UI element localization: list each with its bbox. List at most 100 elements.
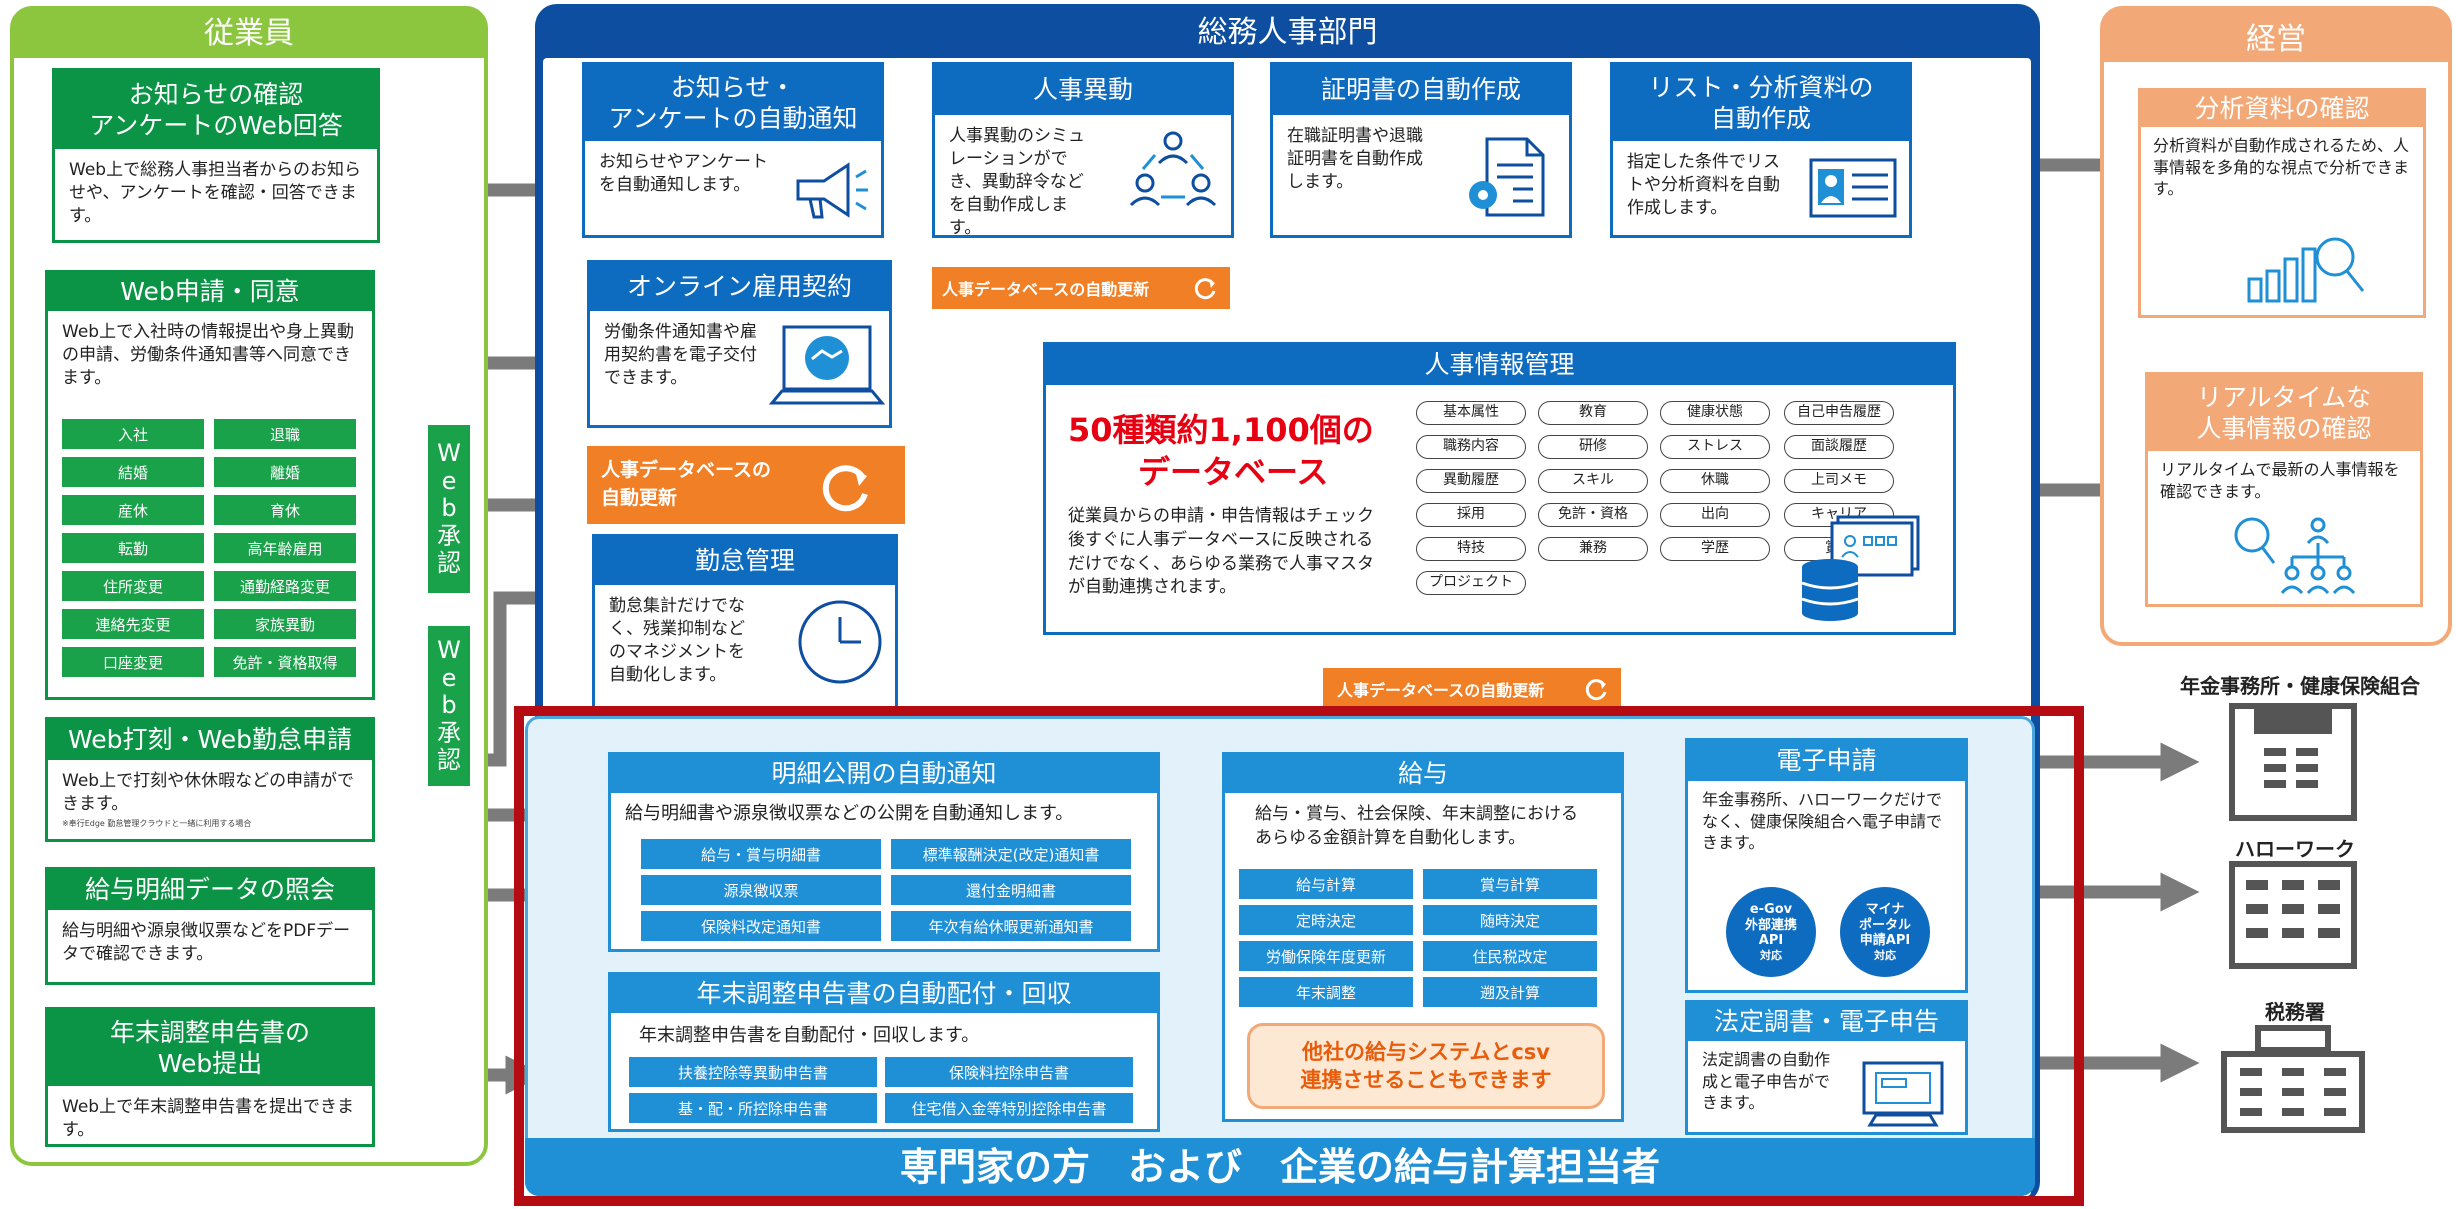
hr-info-box: 人事情報管理 50種類約1,100個の データベース 従業員からの申請・申告情報…: [1043, 342, 1956, 635]
hr-attribute-pill: 異動履歴: [1416, 469, 1526, 493]
hr-attribute-pill: 面談履歴: [1784, 435, 1894, 459]
apply-tag: 連絡先変更: [62, 609, 204, 639]
efile-text: 年金事務所、ハローワークだけでなく、健康保険組合へ電子申請できます。: [1702, 790, 1943, 853]
yearend-tag: 住宅借入金等特別控除申告書: [885, 1093, 1133, 1123]
yearend-tag: 保険料控除申告書: [885, 1057, 1133, 1087]
analysis-text: 分析資料が自動作成されるため、人事情報を多角的な視点で分析できます。: [2153, 136, 2410, 199]
apply-tag: 高年齢雇用: [214, 533, 356, 563]
db-update-top-label: 人事データベースの自動更新: [942, 280, 1150, 299]
hr-attribute-pill: 健康状態: [1660, 401, 1770, 425]
transfer-text: 人事異動のシミュレーションができ、異動辞令などを自動作成します。: [949, 126, 1085, 238]
hr-attribute-pill: 教育: [1538, 401, 1648, 425]
apply-tag: 家族異動: [214, 609, 356, 639]
apply-tag: 結婚: [62, 457, 204, 487]
transfer-box: 人事異動 人事異動のシミュレーションができ、異動辞令などを自動作成します。: [932, 62, 1234, 238]
attendance-title: 勤怠管理: [595, 537, 895, 585]
payslip-text: 給与明細や源泉徴収票などをPDFデータで確認できます。: [62, 921, 351, 964]
salary-tag: 労働保険年度更新: [1239, 941, 1413, 971]
detail-tag: 標準報酬決定(改定)通知書: [891, 839, 1131, 869]
contract-box: オンライン雇用契約 労働条件通知書や雇用契約書を電子交付できます。: [587, 260, 892, 428]
apply-tag: 育休: [214, 495, 356, 525]
efile-box: 電子申請 年金事務所、ハローワークだけでなく、健康保険組合へ電子申請できます。 …: [1685, 738, 1968, 993]
notice-box: お知らせの確認 アンケートのWeb回答 Web上で総務人事担当者からのお知らせや…: [52, 68, 380, 243]
notice-title: お知らせの確認 アンケートのWeb回答: [55, 71, 377, 149]
refresh-icon: [822, 465, 868, 512]
salary-tag: 定時決定: [1239, 905, 1413, 935]
detail-tag: 還付金明細書: [891, 875, 1131, 905]
hr-attribute-pill: 免許・資格: [1538, 503, 1648, 527]
hr-info-headline-2: データベース: [1138, 453, 1329, 491]
yearend-tag: 基・配・所控除申告書: [629, 1093, 877, 1123]
yearend-dist-title: 年末調整申告書の自動配付・回収: [611, 975, 1157, 1013]
notify-box: お知らせ・ アンケートの自動通知 お知らせやアンケートを自動通知します。: [582, 62, 884, 238]
hr-attribute-pill: 研修: [1538, 435, 1648, 459]
detail-tag: 保険料改定通知書: [641, 911, 881, 941]
notify-title: お知らせ・ アンケートの自動通知: [585, 65, 881, 141]
hr-attribute-pill: 出向: [1660, 503, 1770, 527]
hr-attribute-pill: 基本属性: [1416, 401, 1526, 425]
org-magnifier-icon: [2234, 517, 2356, 595]
chart-magnifier-icon: [2247, 237, 2365, 303]
list-text: 指定した条件でリストや分析資料を自動作成します。: [1627, 152, 1780, 218]
salary-tag: 年末調整: [1239, 977, 1413, 1007]
yearend-submit-title: 年末調整申告書の Web提出: [48, 1010, 372, 1086]
management-title: 経営: [2104, 10, 2448, 62]
payslip-title: 給与明細データの照会: [48, 870, 372, 910]
hr-attribute-pill: 特技: [1416, 537, 1526, 561]
csv-note: 他社の給与システムとcsv 連携させることもできます: [1247, 1023, 1605, 1109]
stamp-text: Web上で打刻や休休暇などの申請ができます。: [62, 771, 355, 814]
analysis-title: 分析資料の確認: [2141, 91, 2423, 127]
salary-title: 給与: [1225, 755, 1621, 793]
hr-attribute-pill: スキル: [1538, 469, 1648, 493]
apply-tag: 離婚: [214, 457, 356, 487]
hr-attribute-pill: 自己申告履歴: [1784, 401, 1894, 425]
apply-tag: 口座変更: [62, 647, 204, 677]
yearend-submit-box: 年末調整申告書の Web提出 Web上で年末調整申告書を提出できます。: [45, 1007, 375, 1147]
apply-tag: 退職: [214, 419, 356, 449]
refresh-icon: [1585, 679, 1607, 701]
salary-box: 給与 給与・賞与、社会保険、年末調整におけるあらゆる金額計算を自動化します。 給…: [1222, 752, 1624, 1122]
clock-icon: [798, 600, 882, 684]
detail-title: 明細公開の自動通知: [611, 755, 1157, 793]
yearend-submit-text: Web上で年末調整申告書を提出できます。: [62, 1097, 355, 1140]
refresh-icon: [1194, 278, 1216, 300]
realtime-title: リアルタイムな 人事情報の確認: [2148, 375, 2420, 451]
apply-title: Web申請・同意: [48, 273, 372, 311]
legal-title: 法定調書・電子申告: [1688, 1003, 1965, 1041]
list-title: リスト・分析資料の 自動作成: [1613, 65, 1909, 141]
detail-tag: 給与・賞与明細書: [641, 839, 881, 869]
people-transfer-icon: [1129, 131, 1217, 207]
hr-panel-title: 総務人事部門: [1197, 15, 1378, 50]
apply-tag: 産休: [62, 495, 204, 525]
db-update-bottom-label: 人事データベースの自動更新: [1337, 681, 1545, 700]
db-update-top: 人事データベースの自動更新: [932, 267, 1230, 309]
notice-text: Web上で総務人事担当者からのお知らせや、アンケートを確認・回答できます。: [69, 160, 362, 226]
legal-text: 法定調書の自動作成と電子申告ができます。: [1702, 1050, 1831, 1113]
pension-label: 年金事務所・健康保険組合: [2180, 674, 2420, 698]
salary-tag: 遡及計算: [1423, 977, 1597, 1007]
office-building-icon: [2229, 861, 2357, 969]
apply-tag: 免許・資格取得: [214, 647, 356, 677]
payroll-footer-label: 専門家の方 および 企業の給与計算担当者: [899, 1145, 1660, 1189]
apply-tag: 入社: [62, 419, 204, 449]
apply-tag: 通勤経路変更: [214, 571, 356, 601]
hr-attribute-pill: 兼務: [1538, 537, 1648, 561]
laptop-handshake-icon: [768, 325, 886, 405]
db-update-bottom: 人事データベースの自動更新: [1323, 668, 1621, 710]
apply-tag: 住所変更: [62, 571, 204, 601]
contract-text: 労働条件通知書や雇用契約書を電子交付できます。: [604, 322, 757, 388]
stamp-note: ※奉行Edge 勤怠管理クラウドと一緒に利用する場合: [62, 818, 252, 828]
realtime-box: リアルタイムな 人事情報の確認 リアルタイムで最新の人事情報を確認できます。: [2145, 372, 2423, 607]
salary-tag: 住民税改定: [1423, 941, 1597, 971]
database-icon: [1801, 515, 1920, 621]
apply-tag: 転勤: [62, 533, 204, 563]
hellowork-label: ハローワーク: [2235, 837, 2355, 861]
id-card-icon: [1809, 158, 1897, 218]
yearend-dist-text: 年末調整申告書を自動配付・回収します。: [639, 1025, 980, 1046]
db-update-big-label: 人事データベースの 自動更新: [601, 459, 772, 509]
apply-text: Web上で入社時の情報提出や身上異動の申請、労働条件通知書等へ同意できます。: [62, 322, 355, 388]
hr-attribute-pill: 休職: [1660, 469, 1770, 493]
hr-attribute-pill: 学歴: [1660, 537, 1770, 561]
